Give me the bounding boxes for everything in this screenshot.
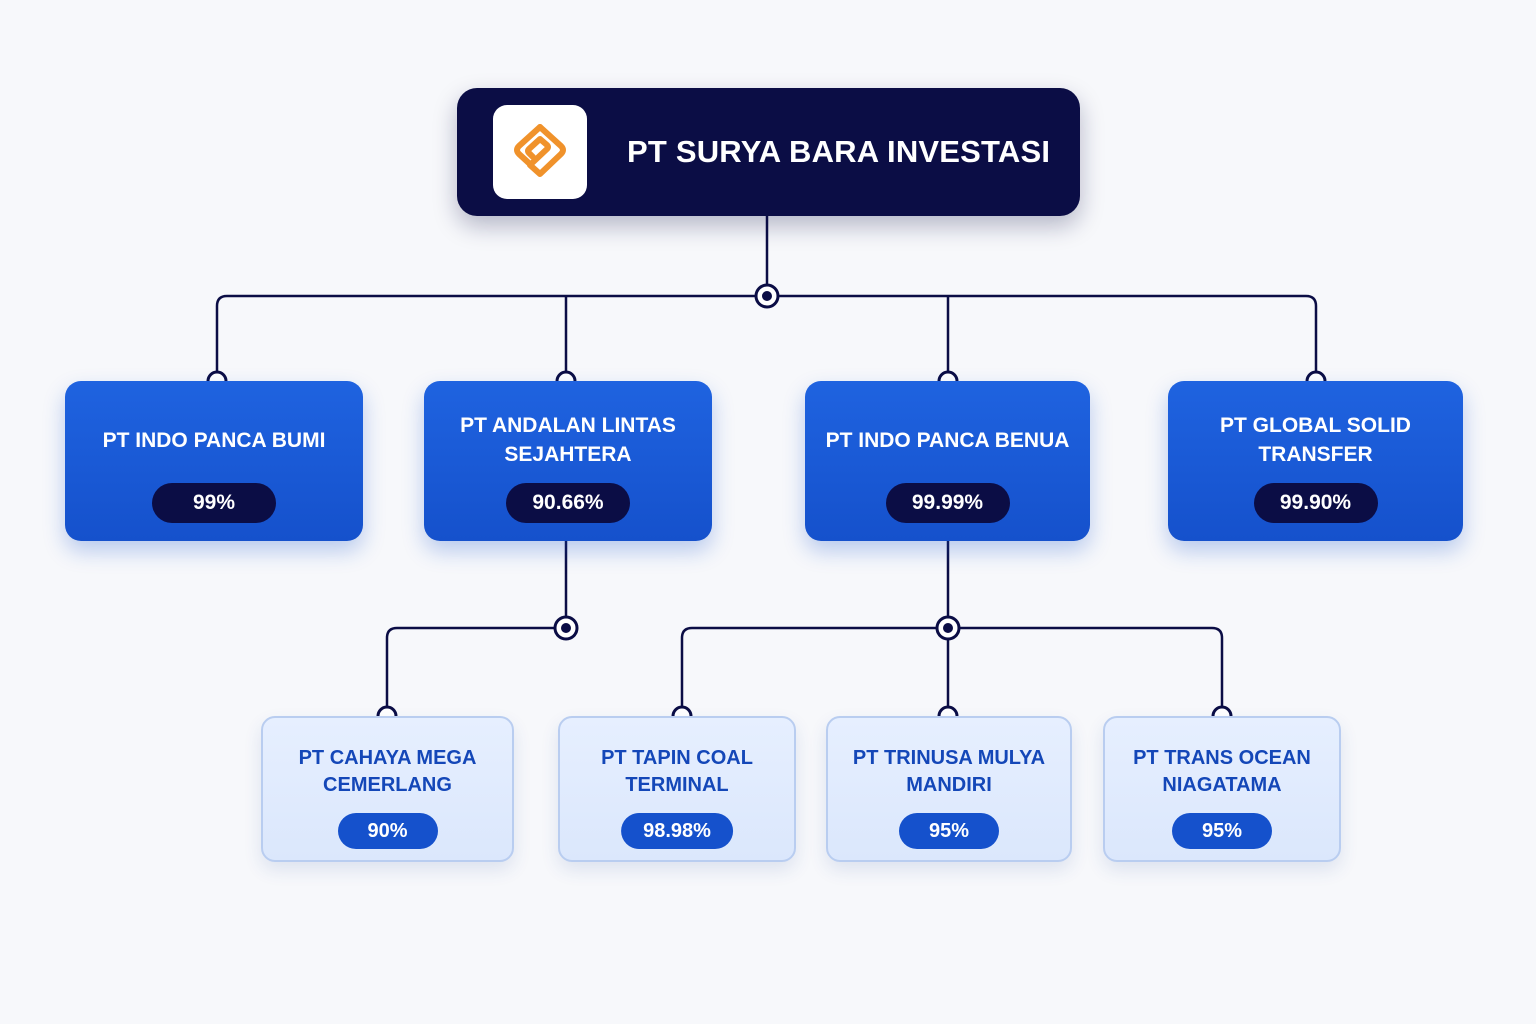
- sub-subsidiary-box-tapin-coal-terminal: PT TAPIN COAL TERMINAL 98.98%: [558, 716, 796, 862]
- connector-andalan-branch: [385, 626, 566, 716]
- connector-level1-bus: [215, 294, 1318, 381]
- parent-company-box: PT SURYA BARA INVESTASI: [457, 88, 1080, 216]
- ownership-badge: 99.90%: [1253, 483, 1378, 523]
- junction-node-root: [754, 283, 780, 309]
- subsidiary-name: PT INDO PANCA BENUA: [825, 428, 1070, 452]
- sub-subsidiary-name: PT TRANS OCEAN NIAGATAMA: [1133, 747, 1311, 796]
- sub-subsidiary-name: PT CAHAYA MEGA CEMERLANG: [298, 747, 477, 796]
- ownership-badge: 99%: [152, 483, 276, 523]
- subsidiary-box-global-solid-transfer: PT GLOBAL SOLID TRANSFER 99.90%: [1168, 381, 1463, 541]
- sub-subsidiary-box-trinusa-mulya-mandiri: PT TRINUSA MULYA MANDIRI 95%: [826, 716, 1072, 862]
- connector-benua-bus: [680, 626, 1224, 716]
- junction-node-benua: [935, 615, 961, 641]
- ownership-badge: 95%: [1172, 813, 1272, 849]
- subsidiary-name: PT ANDALAN LINTAS SEJAHTERA: [460, 414, 676, 466]
- ownership-badge: 90.66%: [506, 483, 630, 523]
- junction-node-andalan: [553, 615, 579, 641]
- sub-subsidiary-box-trans-ocean-niagatama: PT TRANS OCEAN NIAGATAMA 95%: [1103, 716, 1341, 862]
- parent-company-name: PT SURYA BARA INVESTASI: [627, 134, 1051, 169]
- ownership-badge: 90%: [337, 813, 438, 849]
- ownership-badge: 99.99%: [885, 483, 1010, 523]
- sub-subsidiary-name: PT TRINUSA MULYA MANDIRI: [852, 747, 1046, 796]
- ownership-badge: 98.98%: [621, 813, 733, 849]
- subsidiary-name: PT INDO PANCA BUMI: [102, 428, 326, 452]
- subsidiary-box-indo-panca-benua: PT INDO PANCA BENUA 99.99%: [805, 381, 1090, 541]
- subsidiary-name: PT GLOBAL SOLID TRANSFER: [1220, 414, 1411, 466]
- subsidiary-box-indo-panca-bumi: PT INDO PANCA BUMI 99%: [65, 381, 363, 541]
- sub-subsidiary-name: PT TAPIN COAL TERMINAL: [601, 747, 753, 796]
- company-logo-icon: [493, 105, 587, 199]
- ownership-badge: 95%: [899, 813, 999, 849]
- subsidiary-box-andalan-lintas-sejahtera: PT ANDALAN LINTAS SEJAHTERA 90.66%: [424, 381, 712, 541]
- sub-subsidiary-box-cahaya-mega-cemerlang: PT CAHAYA MEGA CEMERLANG 90%: [261, 716, 514, 862]
